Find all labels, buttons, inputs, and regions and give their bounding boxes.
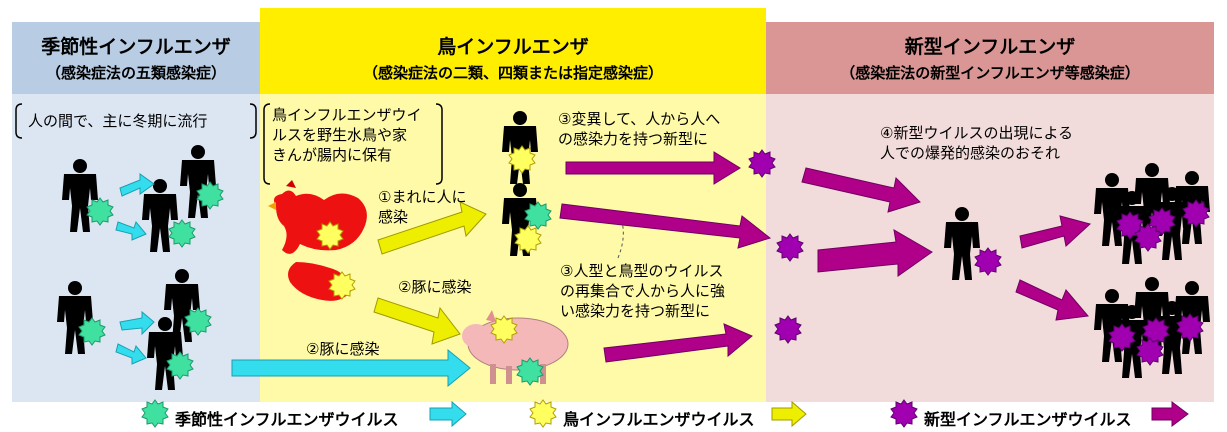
legend-avian-label: 鳥インフルエンザウイルス (563, 410, 755, 429)
dashed-pointer (617, 221, 624, 259)
seasonal-note-bracket-right (249, 103, 257, 139)
seasonal-spread-note: 人の間で、主に冬期に流行 (28, 112, 208, 130)
seasonal-subtitle: （感染症法の五類感染症） (45, 64, 226, 82)
reassortment-note-line2: の再集合で人から人に強 (560, 282, 726, 300)
pig-from-human-note: ②豚に感染 (306, 340, 380, 358)
rooster-icon (268, 180, 367, 301)
avian-title: 鳥インフルエンザ (437, 36, 589, 58)
virus-icon (974, 247, 1002, 276)
person-icon (944, 207, 980, 280)
novel-subtitle: （感染症法の新型インフルエンザ等感染症） (840, 64, 1140, 82)
virus-icon (748, 149, 804, 344)
avian-reservoir-line2: ルスを野生水鳥や家 (272, 126, 408, 144)
arrow-icon (373, 201, 487, 345)
arrow-icon (231, 348, 471, 388)
rare-human-note-line1: ①まれに人に (378, 188, 467, 206)
pig-from-bird-note: ②豚に感染 (398, 278, 472, 296)
legend-seasonal-arrow-icon (429, 400, 467, 428)
avian-reservoir-line3: きんが腸内に保有 (272, 146, 393, 164)
reassortment-note-line3: い感染力を持つ新型に (560, 302, 711, 320)
pandemic-note-line2: 人での爆発的感染のおそれ (880, 144, 1061, 162)
avian-subtitle: （感染症法の二類、四類または指定感染症） (362, 64, 663, 82)
rare-human-note-line2: 感染 (378, 208, 409, 226)
seasonal-header-band (12, 22, 260, 94)
novel-title: 新型インフルエンザ (904, 36, 1076, 58)
legend-novel-label: 新型インフルエンザウイルス (924, 410, 1132, 429)
legend-seasonal-virus-icon (141, 399, 169, 428)
avian-reservoir-line1: 鳥インフルエンザウイ (272, 106, 422, 124)
legend-novel-virus-icon (890, 399, 918, 428)
avian-note-bracket-left (263, 103, 271, 185)
avian-header-band (260, 8, 766, 94)
arrow-icon (115, 173, 155, 241)
seasonal-note-bracket-left (15, 103, 23, 139)
legend-novel-arrow-icon (1151, 401, 1189, 427)
pandemic-note-line1: ④新型ウイルスの出現による (880, 124, 1073, 142)
arrow-icon (115, 310, 155, 365)
legend-avian-virus-icon (529, 399, 557, 428)
avian-note-bracket-right (435, 103, 443, 185)
pig-icon (462, 310, 569, 384)
mutation-note-line2: の感染力を持つ新型に (558, 130, 709, 148)
seasonal-title: 季節性インフルエンザ (41, 36, 231, 58)
novel-header-band (766, 22, 1214, 94)
legend-avian-arrow-icon (771, 400, 807, 428)
reassortment-note-line1: ③人型と鳥型のウイルス (560, 262, 724, 280)
mutation-note-line1: ③変異して、人から人へ (558, 110, 721, 128)
arrow-icon (559, 151, 1092, 363)
legend-seasonal-label: 季節性インフルエンザウイルス (175, 410, 399, 429)
